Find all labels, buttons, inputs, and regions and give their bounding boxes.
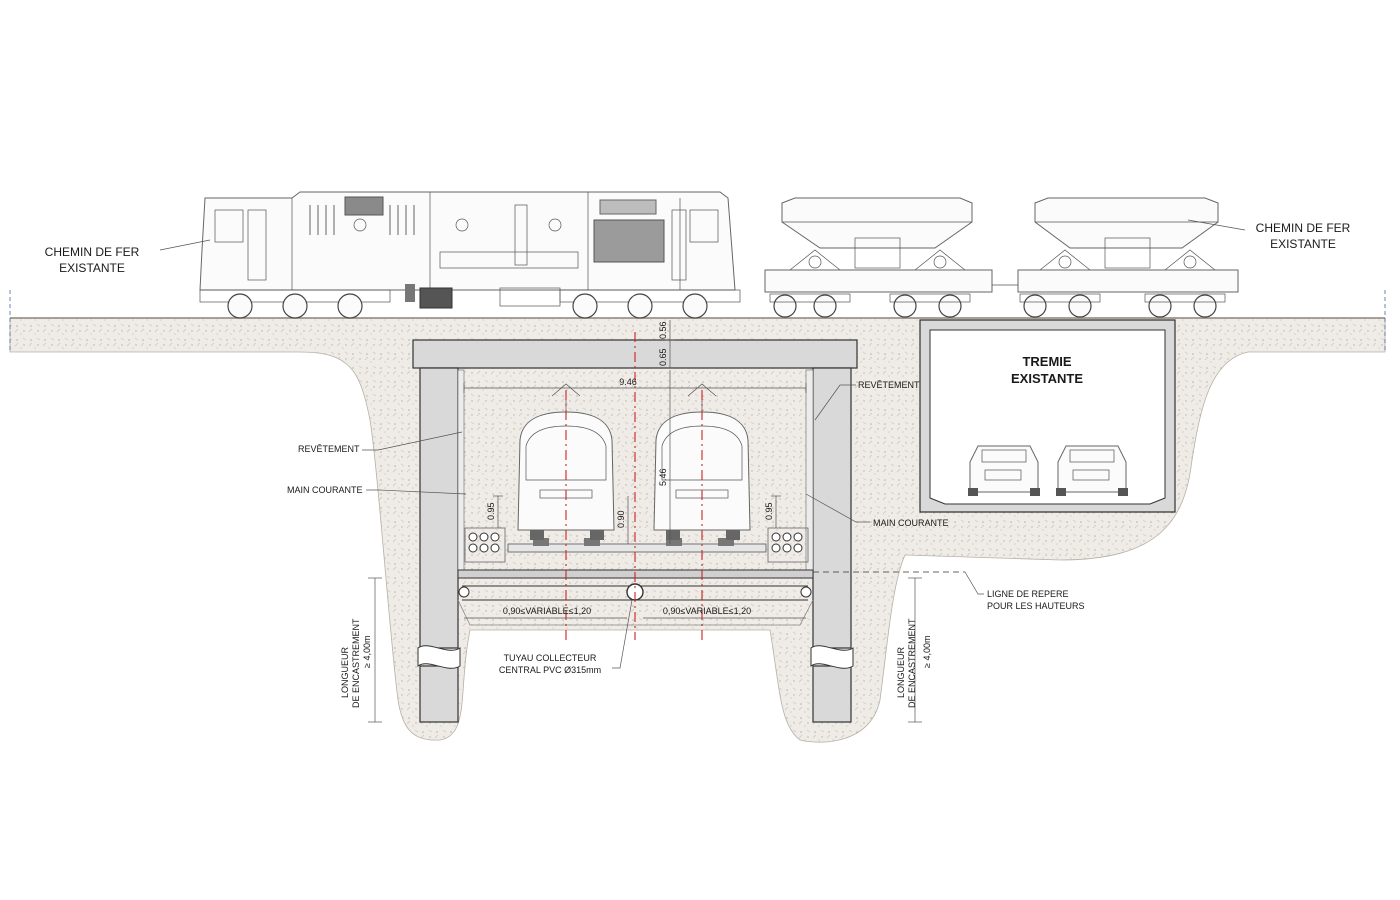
embed-left-label-1: LONGUEUR — [340, 646, 350, 698]
hopper-wagon-1 — [764, 197, 993, 318]
left-wall — [419, 367, 459, 649]
labels: CHEMIN DE FER EXISTANTE CHEMIN DE FER EX… — [45, 219, 1351, 708]
lining-left-leader — [362, 431, 463, 451]
railway-left-label-line1: CHEMIN DE FER — [45, 245, 140, 259]
right-wall — [812, 367, 852, 649]
railway-left-leader — [159, 239, 211, 251]
railway-left-label-line2: EXISTANTE — [59, 261, 125, 275]
handrail-left-leader — [366, 489, 467, 495]
lining-right-leader — [814, 384, 856, 421]
dim-variable-left: 0,90≤VARIABLE≤1,20 — [503, 606, 591, 616]
dim-cover: 0.56 — [658, 321, 668, 339]
hopper-label-line1: TREMIE — [1022, 354, 1071, 369]
handrail-left-label: MAIN COURANTE — [287, 485, 363, 495]
railway-right-label-line1: CHEMIN DE FER — [1256, 221, 1351, 235]
ref-line-label-1: LIGNE DE REPERE — [987, 589, 1069, 599]
dim-handrail-right: 0.95 — [764, 502, 774, 520]
lining-left-label: REVÊTEMENT — [298, 444, 360, 454]
dim-inner-height: 5.46 — [658, 468, 668, 486]
embed-left-label-2: DE ENCASTREMENT — [351, 618, 361, 708]
pipe-label-1: TUYAU COLLECTEUR — [504, 653, 597, 663]
lining-right-label: REVÊTEMENT — [858, 380, 920, 390]
pipe-leader — [612, 599, 633, 669]
dim-variable-right: 0,90≤VARIABLE≤1,20 — [663, 606, 751, 616]
ref-line-leader — [964, 571, 984, 595]
embed-right-label-2: DE ENCASTREMENT — [907, 618, 917, 708]
hopper-label-line2: EXISTANTE — [1011, 371, 1083, 386]
railway-right-label-line2: EXISTANTE — [1270, 237, 1336, 251]
dimensions: 9.46 0.65 0.56 5.46 0.90 0.95 0.95 0,90≤… — [368, 320, 965, 723]
hopper-wagon-2 — [992, 197, 1239, 318]
dim-rail-height: 0.90 — [616, 510, 626, 528]
handrail-right-leader — [805, 493, 870, 523]
dim-handrail-left: 0.95 — [486, 502, 496, 520]
dim-slab-thickness: 0.65 — [658, 348, 668, 366]
car-2 — [1056, 445, 1128, 496]
embed-left-label-3: ≥ 4,00m — [362, 636, 372, 668]
existing-hopper-pit: TREMIE EXISTANTE — [919, 319, 1176, 513]
ref-line-label-2: POUR LES HAUTEURS — [987, 601, 1085, 611]
handrail-right-label: MAIN COURANTE — [873, 518, 949, 528]
locomotive — [199, 191, 741, 319]
car-1 — [968, 445, 1040, 496]
pipe-label-2: CENTRAL PVC Ø315mm — [499, 665, 601, 675]
railway-right-leader — [1187, 219, 1246, 231]
dim-inner-width: 9.46 — [619, 377, 637, 387]
embed-right-label-1: LONGUEUR — [896, 646, 906, 698]
embed-right-label-3: ≥ 4,00m — [922, 636, 932, 668]
